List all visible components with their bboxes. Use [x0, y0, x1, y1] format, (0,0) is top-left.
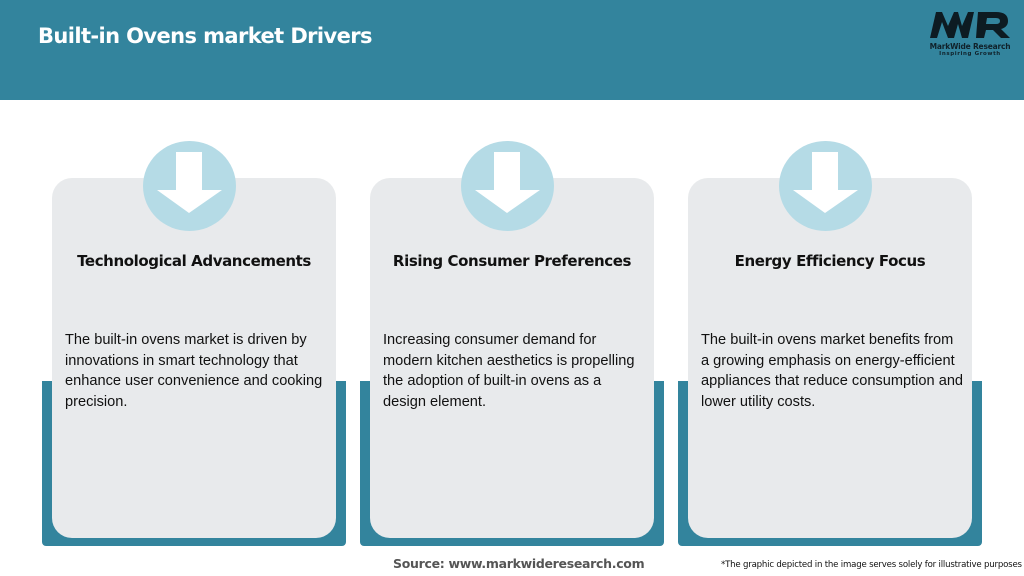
card-description: Increasing consumer demand for modern ki…: [383, 332, 635, 410]
driver-card-energy-efficiency: Energy Efficiency Focus The built-in ove…: [678, 140, 984, 550]
card-panel: [688, 178, 972, 538]
arrow-down-icon: [793, 152, 858, 213]
card-title: Energy Efficiency Focus: [734, 252, 926, 270]
card-panel: [370, 178, 654, 538]
card-description: The built-in ovens market is driven by i…: [65, 332, 323, 410]
card-description: The built-in ovens market benefits from …: [701, 332, 964, 410]
arrow-down-icon: [157, 152, 222, 213]
logo-company-name: MarkWide Research: [929, 42, 1011, 51]
driver-card-technological: Technological Advancements The built-in …: [42, 140, 348, 550]
disclaimer-note: *The graphic depicted in the image serve…: [721, 560, 1022, 570]
mwr-logo-icon: [930, 12, 1010, 38]
arrow-down-icon: [475, 152, 540, 213]
icon-circle: [461, 141, 554, 231]
driver-card-consumer-preferences: Rising Consumer Preferences Increasing c…: [360, 140, 666, 550]
card-panel: [52, 178, 336, 538]
markwide-logo: MarkWide Research Inspiring Growth: [920, 10, 1020, 60]
card-title: Technological Advancements: [77, 252, 311, 270]
page-title: Built-in Ovens market Drivers: [38, 24, 372, 48]
header-banner: Built-in Ovens market Drivers MarkWide R…: [0, 0, 1024, 100]
source-credit: Source: www.markwideresearch.com: [393, 556, 645, 571]
card-title: Rising Consumer Preferences: [392, 252, 632, 270]
icon-circle: [779, 141, 872, 231]
icon-circle: [143, 141, 236, 231]
logo-tagline: Inspiring Growth: [939, 51, 1001, 57]
